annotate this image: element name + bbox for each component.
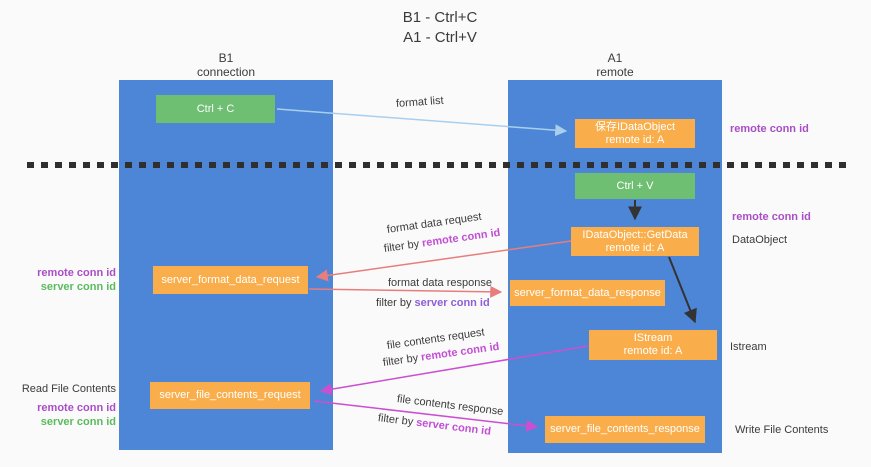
ctrl-c-label: Ctrl + C xyxy=(196,102,235,115)
lane-a1-subtitle: remote xyxy=(596,65,634,79)
istream-box: IStream remote id: A xyxy=(589,330,717,360)
server-format-data-response-label: server_format_data_response xyxy=(514,286,661,299)
remote-conn-id-highlight: remote conn id xyxy=(421,226,502,250)
ctrl-c-box: Ctrl + C xyxy=(156,95,275,123)
annotation-istream: Istream xyxy=(730,341,767,353)
lane-a1-name: A1 xyxy=(607,51,623,65)
lane-b1-subtitle: connection xyxy=(196,65,256,79)
annotation-dataobject: DataObject xyxy=(732,234,788,246)
filter-by-text: filter by xyxy=(382,351,422,369)
istream-label: IStream xyxy=(633,332,673,344)
getdata-label: IDataObject::GetData xyxy=(582,228,688,241)
flow-label-format-data-response: format data response xyxy=(388,277,492,289)
format-data-response-arrow xyxy=(308,285,503,298)
lane-b1-name: B1 xyxy=(218,51,234,65)
istream-remote-id: remote id: A xyxy=(623,345,683,357)
server-conn-id-highlight: server conn id xyxy=(414,297,490,309)
getdata-remote-id: remote id: A xyxy=(605,241,665,254)
lane-header-b1: B1 connection xyxy=(166,51,286,79)
ctrl-v-box: Ctrl + V xyxy=(575,173,695,199)
title-line-1: B1 - Ctrl+C xyxy=(402,9,478,26)
annotation-server-conn-id-2: server conn id xyxy=(40,416,116,428)
annotation-write-file-contents: Write File Contents xyxy=(735,424,829,436)
annotation-server-conn-id-1: server conn id xyxy=(40,281,116,293)
filter-by-text: filter by xyxy=(376,297,415,309)
server-format-data-request-label: server_format_data_request xyxy=(161,273,300,286)
annotation-remote-conn-id-1: remote conn id xyxy=(730,123,809,135)
flow-label-file-contents-response: file contents response xyxy=(396,393,504,418)
server-file-contents-request-box: server_file_contents_request xyxy=(150,382,310,409)
flow-label-format-list: format list xyxy=(395,94,444,110)
annotation-remote-conn-id-3: remote conn id xyxy=(37,267,116,279)
flow-label-filter-server-1: filter by server conn id xyxy=(376,297,490,309)
server-file-contents-response-box: server_file_contents_response xyxy=(545,416,705,443)
filter-by-text: filter by xyxy=(377,412,417,429)
lane-header-a1: A1 remote xyxy=(555,51,675,79)
ctrl-v-label: Ctrl + V xyxy=(616,179,654,192)
title-line-2: A1 - Ctrl+V xyxy=(403,29,477,46)
annotation-read-file-contents: Read File Contents xyxy=(21,383,116,395)
flow-label-filter-server-2: filter by server conn id xyxy=(377,412,491,438)
idataobject-getdata-box: IDataObject::GetData remote id: A xyxy=(571,227,699,256)
server-conn-id-highlight: server conn id xyxy=(415,416,492,438)
save-idataobject-label: 保存IDataObject xyxy=(594,120,676,133)
filter-by-text: filter by xyxy=(383,237,423,255)
save-idataobject-remote-id: remote id: A xyxy=(605,133,665,146)
page-title: B1 - Ctrl+C A1 - Ctrl+V xyxy=(300,8,580,48)
annotation-remote-conn-id-2: remote conn id xyxy=(732,211,811,223)
server-file-contents-request-label: server_file_contents_request xyxy=(159,389,301,401)
server-file-contents-response-label: server_file_contents_response xyxy=(550,423,700,435)
server-format-data-request-box: server_format_data_request xyxy=(153,266,308,294)
annotation-remote-conn-id-4: remote conn id xyxy=(37,402,116,414)
save-idataobject-box: 保存IDataObject remote id: A xyxy=(575,119,695,148)
server-format-data-response-box: server_format_data_response xyxy=(510,280,665,306)
